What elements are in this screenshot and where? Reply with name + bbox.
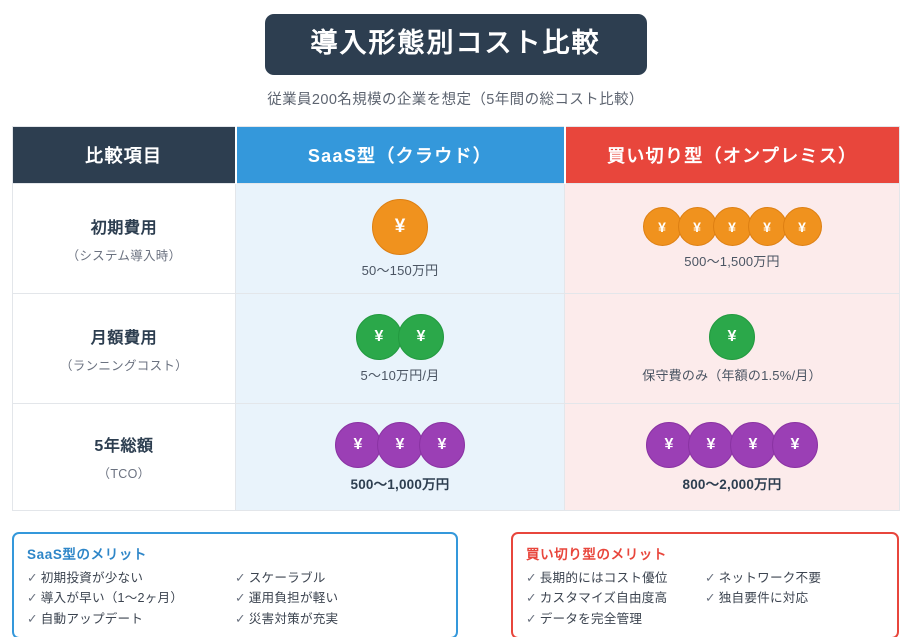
list-item-label: データを完全管理 bbox=[539, 611, 643, 626]
coin-group-saas: ¥ ¥ bbox=[356, 313, 444, 360]
saas-value-label: 5〜10万円/月 bbox=[360, 367, 440, 383]
comparison-table: 比較項目 SaaS型（クラウド） 買い切り型（オンプレミス） 初期費用 （システ… bbox=[12, 126, 900, 512]
check-icon: ✓ bbox=[235, 591, 246, 606]
page-subtitle: 従業員200名規模の企業を想定（5年間の総コスト比較） bbox=[267, 92, 644, 109]
check-icon: ✓ bbox=[235, 571, 246, 585]
saas-merits-title: SaaS型のメリット bbox=[27, 547, 148, 562]
title-section: 導入形態別コスト比較 bbox=[0, 0, 911, 76]
yen-coin-icon: ¥ bbox=[677, 207, 717, 247]
onprem-cell: ¥ ¥ ¥ ¥ ¥ 500〜1,500万円 bbox=[564, 183, 900, 294]
list-item-label: 自動アップデート bbox=[40, 611, 144, 626]
coin-group-onprem: ¥ ¥ ¥ ¥ ¥ bbox=[642, 207, 822, 247]
yen-coin-icon: ¥ bbox=[782, 207, 822, 247]
yen-coin-icon: ¥ bbox=[419, 421, 465, 468]
onprem-merits-box: 買い切り型のメリット ✓長期的にはコスト優位 ✓ネットワーク不要 ✓カスタマイズ… bbox=[511, 532, 899, 637]
table-header-row: 比較項目 SaaS型（クラウド） 買い切り型（オンプレミス） bbox=[12, 126, 900, 184]
saas-cell: ¥ ¥ 5〜10万円/月 bbox=[235, 293, 565, 404]
onprem-cell: ¥ 保守費のみ（年額の1.5%/月） bbox=[564, 293, 900, 404]
yen-coin-icon: ¥ bbox=[747, 207, 787, 247]
yen-coin-icon: ¥ bbox=[398, 313, 444, 360]
row-label-cell: 5年総額 （TCO） bbox=[12, 403, 236, 511]
coin-group-onprem: ¥ ¥ ¥ ¥ bbox=[646, 421, 818, 468]
onprem-value-label: 800〜2,000万円 bbox=[682, 476, 782, 492]
table-header: 比較項目 SaaS型（クラウド） 買い切り型（オンプレミス） bbox=[12, 126, 900, 184]
list-item-label: 独自要件に対応 bbox=[718, 591, 809, 606]
row-title: 月額費用 bbox=[90, 329, 158, 347]
list-item: ✓初期投資が少ない bbox=[27, 568, 235, 588]
row-title: 5年総額 bbox=[94, 438, 154, 456]
saas-value-label: 500〜1,000万円 bbox=[350, 476, 450, 492]
list-item-label: スケーラブル bbox=[248, 571, 326, 585]
column-header-saas: SaaS型（クラウド） bbox=[234, 126, 565, 184]
list-item-label: 長期的にはコスト優位 bbox=[539, 571, 668, 585]
saas-merits-box: SaaS型のメリット ✓初期投資が少ない ✓スケーラブル ✓導入が早い（1〜2ヶ… bbox=[12, 532, 458, 637]
check-icon: ✓ bbox=[27, 571, 38, 585]
row-label-cell: 初期費用 （システム導入時） bbox=[12, 183, 236, 294]
check-icon: ✓ bbox=[27, 611, 38, 626]
check-icon: ✓ bbox=[235, 611, 246, 626]
table-row: 初期費用 （システム導入時） ¥ 50〜150万円 ¥ bbox=[12, 183, 900, 294]
yen-coin-icon: ¥ bbox=[772, 421, 818, 468]
table-row: 5年総額 （TCO） ¥ ¥ ¥ 500〜1,000万円 bbox=[12, 403, 900, 511]
list-item-label: カスタマイズ自由度高 bbox=[539, 591, 668, 606]
onprem-value-label: 保守費のみ（年額の1.5%/月） bbox=[642, 367, 822, 383]
list-item: ✓導入が早い（1〜2ヶ月） bbox=[27, 588, 235, 608]
list-item-label: 導入が早い（1〜2ヶ月） bbox=[40, 591, 184, 606]
list-item: ✓スケーラブル bbox=[235, 568, 443, 588]
yen-coin-icon: ¥ bbox=[730, 421, 776, 468]
yen-coin-icon: ¥ bbox=[335, 421, 381, 468]
check-icon: ✓ bbox=[27, 591, 38, 606]
page-title: 導入形態別コスト比較 bbox=[264, 14, 647, 76]
row-title: 初期費用 bbox=[90, 219, 158, 237]
coin-group-saas: ¥ ¥ ¥ bbox=[335, 421, 465, 468]
list-item-label: ネットワーク不要 bbox=[718, 571, 822, 585]
list-item: ✓ネットワーク不要 bbox=[705, 568, 884, 588]
list-item: ✓データを完全管理 bbox=[526, 609, 705, 629]
check-icon: ✓ bbox=[705, 571, 716, 585]
onprem-merits-title: 買い切り型のメリット bbox=[526, 547, 667, 562]
list-item-label: 初期投資が少ない bbox=[40, 571, 144, 585]
list-item-label: 災害対策が充実 bbox=[248, 611, 339, 626]
yen-coin-icon: ¥ bbox=[372, 198, 428, 255]
yen-coin-icon: ¥ bbox=[377, 421, 423, 468]
check-icon: ✓ bbox=[705, 591, 716, 606]
row-subtitle: （ランニングコスト） bbox=[59, 358, 188, 373]
check-icon: ✓ bbox=[526, 611, 537, 626]
saas-cell: ¥ 50〜150万円 bbox=[235, 183, 565, 294]
saas-merits-list: ✓初期投資が少ない ✓スケーラブル ✓導入が早い（1〜2ヶ月） ✓運用負担が軽い… bbox=[27, 568, 443, 629]
onprem-value-label: 500〜1,500万円 bbox=[684, 254, 780, 270]
column-header-item: 比較項目 bbox=[12, 126, 236, 184]
onprem-cell: ¥ ¥ ¥ ¥ 800〜2,000万円 bbox=[564, 403, 900, 511]
list-item: ✓カスタマイズ自由度高 bbox=[526, 588, 705, 608]
merits-section: SaaS型のメリット ✓初期投資が少ない ✓スケーラブル ✓導入が早い（1〜2ヶ… bbox=[12, 532, 899, 637]
onprem-merits-list: ✓長期的にはコスト優位 ✓ネットワーク不要 ✓カスタマイズ自由度高 ✓独自要件に… bbox=[526, 568, 884, 629]
list-item: ✓自動アップデート bbox=[27, 609, 235, 629]
check-icon: ✓ bbox=[526, 571, 537, 585]
list-item: ✓災害対策が充実 bbox=[235, 609, 443, 629]
list-item: ✓運用負担が軽い bbox=[235, 588, 443, 608]
yen-coin-icon: ¥ bbox=[712, 207, 752, 247]
yen-coin-icon: ¥ bbox=[709, 313, 755, 360]
row-subtitle: （システム導入時） bbox=[66, 248, 182, 263]
yen-coin-icon: ¥ bbox=[646, 421, 692, 468]
column-header-onprem: 買い切り型（オンプレミス） bbox=[563, 126, 900, 184]
yen-coin-icon: ¥ bbox=[688, 421, 734, 468]
yen-coin-icon: ¥ bbox=[356, 313, 402, 360]
saas-cell: ¥ ¥ ¥ 500〜1,000万円 bbox=[235, 403, 565, 511]
list-item: ✓長期的にはコスト優位 bbox=[526, 568, 705, 588]
table-body: 初期費用 （システム導入時） ¥ 50〜150万円 ¥ bbox=[12, 183, 900, 511]
list-item-label: 運用負担が軽い bbox=[248, 591, 339, 606]
yen-coin-icon: ¥ bbox=[642, 207, 682, 247]
row-subtitle: （TCO） bbox=[97, 467, 151, 482]
table-row: 月額費用 （ランニングコスト） ¥ ¥ 5〜10万円/月 bbox=[12, 293, 900, 404]
check-icon: ✓ bbox=[526, 591, 537, 606]
saas-value-label: 50〜150万円 bbox=[361, 262, 439, 278]
row-label-cell: 月額費用 （ランニングコスト） bbox=[12, 293, 236, 404]
coin-group-onprem: ¥ bbox=[709, 313, 755, 360]
coin-group-saas: ¥ bbox=[372, 198, 428, 255]
list-item: ✓独自要件に対応 bbox=[705, 588, 884, 608]
